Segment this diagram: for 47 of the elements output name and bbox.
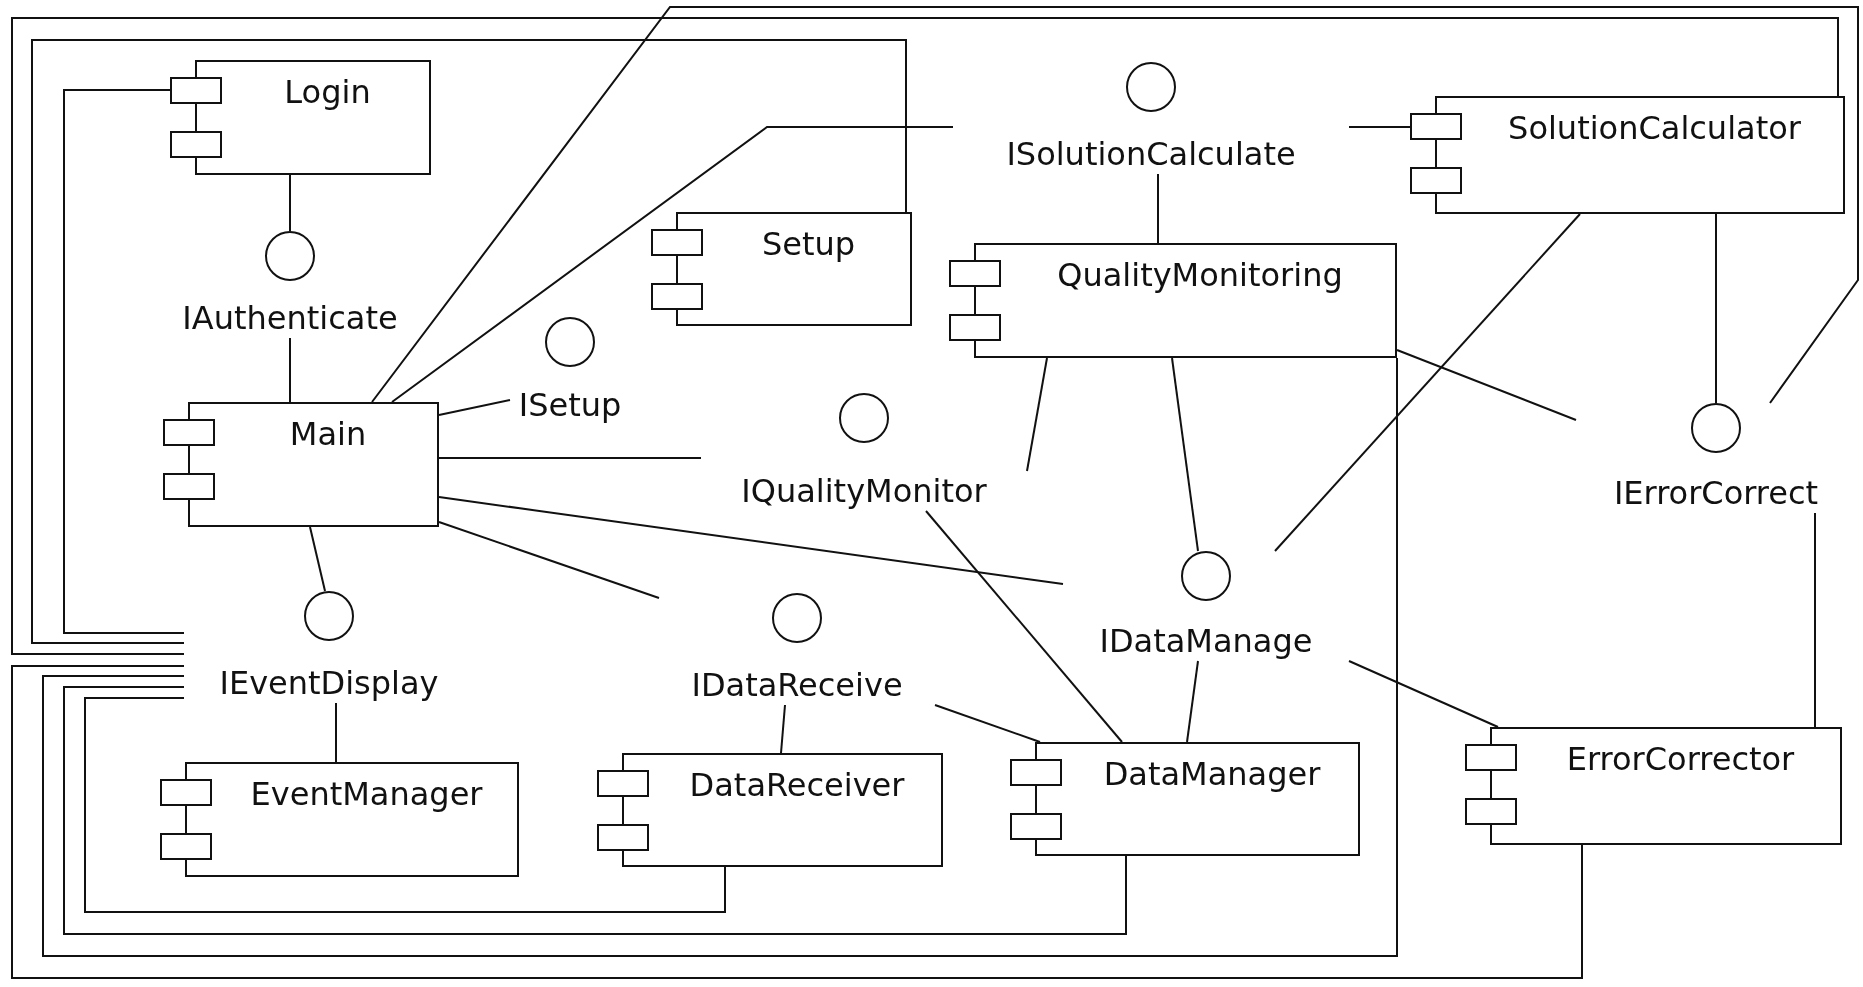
connector-line: [438, 457, 702, 459]
component-name: Main: [288, 414, 368, 454]
connector-line: [1396, 349, 1577, 421]
interface-name: IDataReceive: [690, 665, 904, 705]
interface-name: IEventDisplay: [218, 663, 440, 703]
connector-line: [11, 17, 1839, 655]
connector-line: [335, 702, 337, 763]
connector-line: [42, 357, 1398, 957]
interface-name: IDataManage: [1098, 621, 1314, 661]
interface-name: ISetup: [517, 385, 623, 425]
connector-line: [63, 686, 1127, 935]
interface-name: IErrorCorrect: [1612, 473, 1820, 513]
component-name: EventManager: [249, 774, 484, 814]
connector-line: [1186, 660, 1199, 743]
component-name: DataReceiver: [688, 765, 906, 805]
connector-line: [63, 89, 185, 634]
connector-line: [1157, 173, 1159, 244]
connector-line: [1274, 213, 1581, 552]
interface-name: ISolutionCalculate: [1005, 134, 1297, 174]
interface-name: IAuthenticate: [181, 298, 399, 338]
connector-line: [438, 399, 511, 416]
connector-line: [309, 526, 326, 592]
connector-line: [925, 510, 1123, 743]
connector-line: [1814, 512, 1816, 728]
connector-line: [289, 174, 291, 232]
connector-line: [1171, 357, 1199, 552]
component-name: Setup: [760, 224, 857, 264]
connector-line: [1348, 126, 1411, 128]
connector-line: [289, 337, 291, 403]
connector-line: [438, 496, 1064, 585]
connector-line: [1026, 357, 1048, 472]
connector-line: [1348, 660, 1499, 728]
connector-line: [31, 39, 907, 644]
connector-line: [1715, 213, 1717, 404]
component-name: QualityMonitoring: [1056, 255, 1344, 295]
connector-line: [391, 126, 954, 403]
connector-line: [84, 697, 726, 913]
connector-line: [934, 704, 1041, 743]
component-name: Login: [283, 72, 372, 112]
connector-line: [11, 665, 1583, 979]
connector-line: [780, 704, 786, 754]
connector-line: [371, 6, 1859, 404]
component-name: SolutionCalculator: [1507, 108, 1802, 148]
component-name: DataManager: [1102, 754, 1322, 794]
component-name: ErrorCorrector: [1565, 739, 1796, 779]
interface-name: IQualityMonitor: [740, 471, 988, 511]
connector-line: [438, 521, 660, 599]
